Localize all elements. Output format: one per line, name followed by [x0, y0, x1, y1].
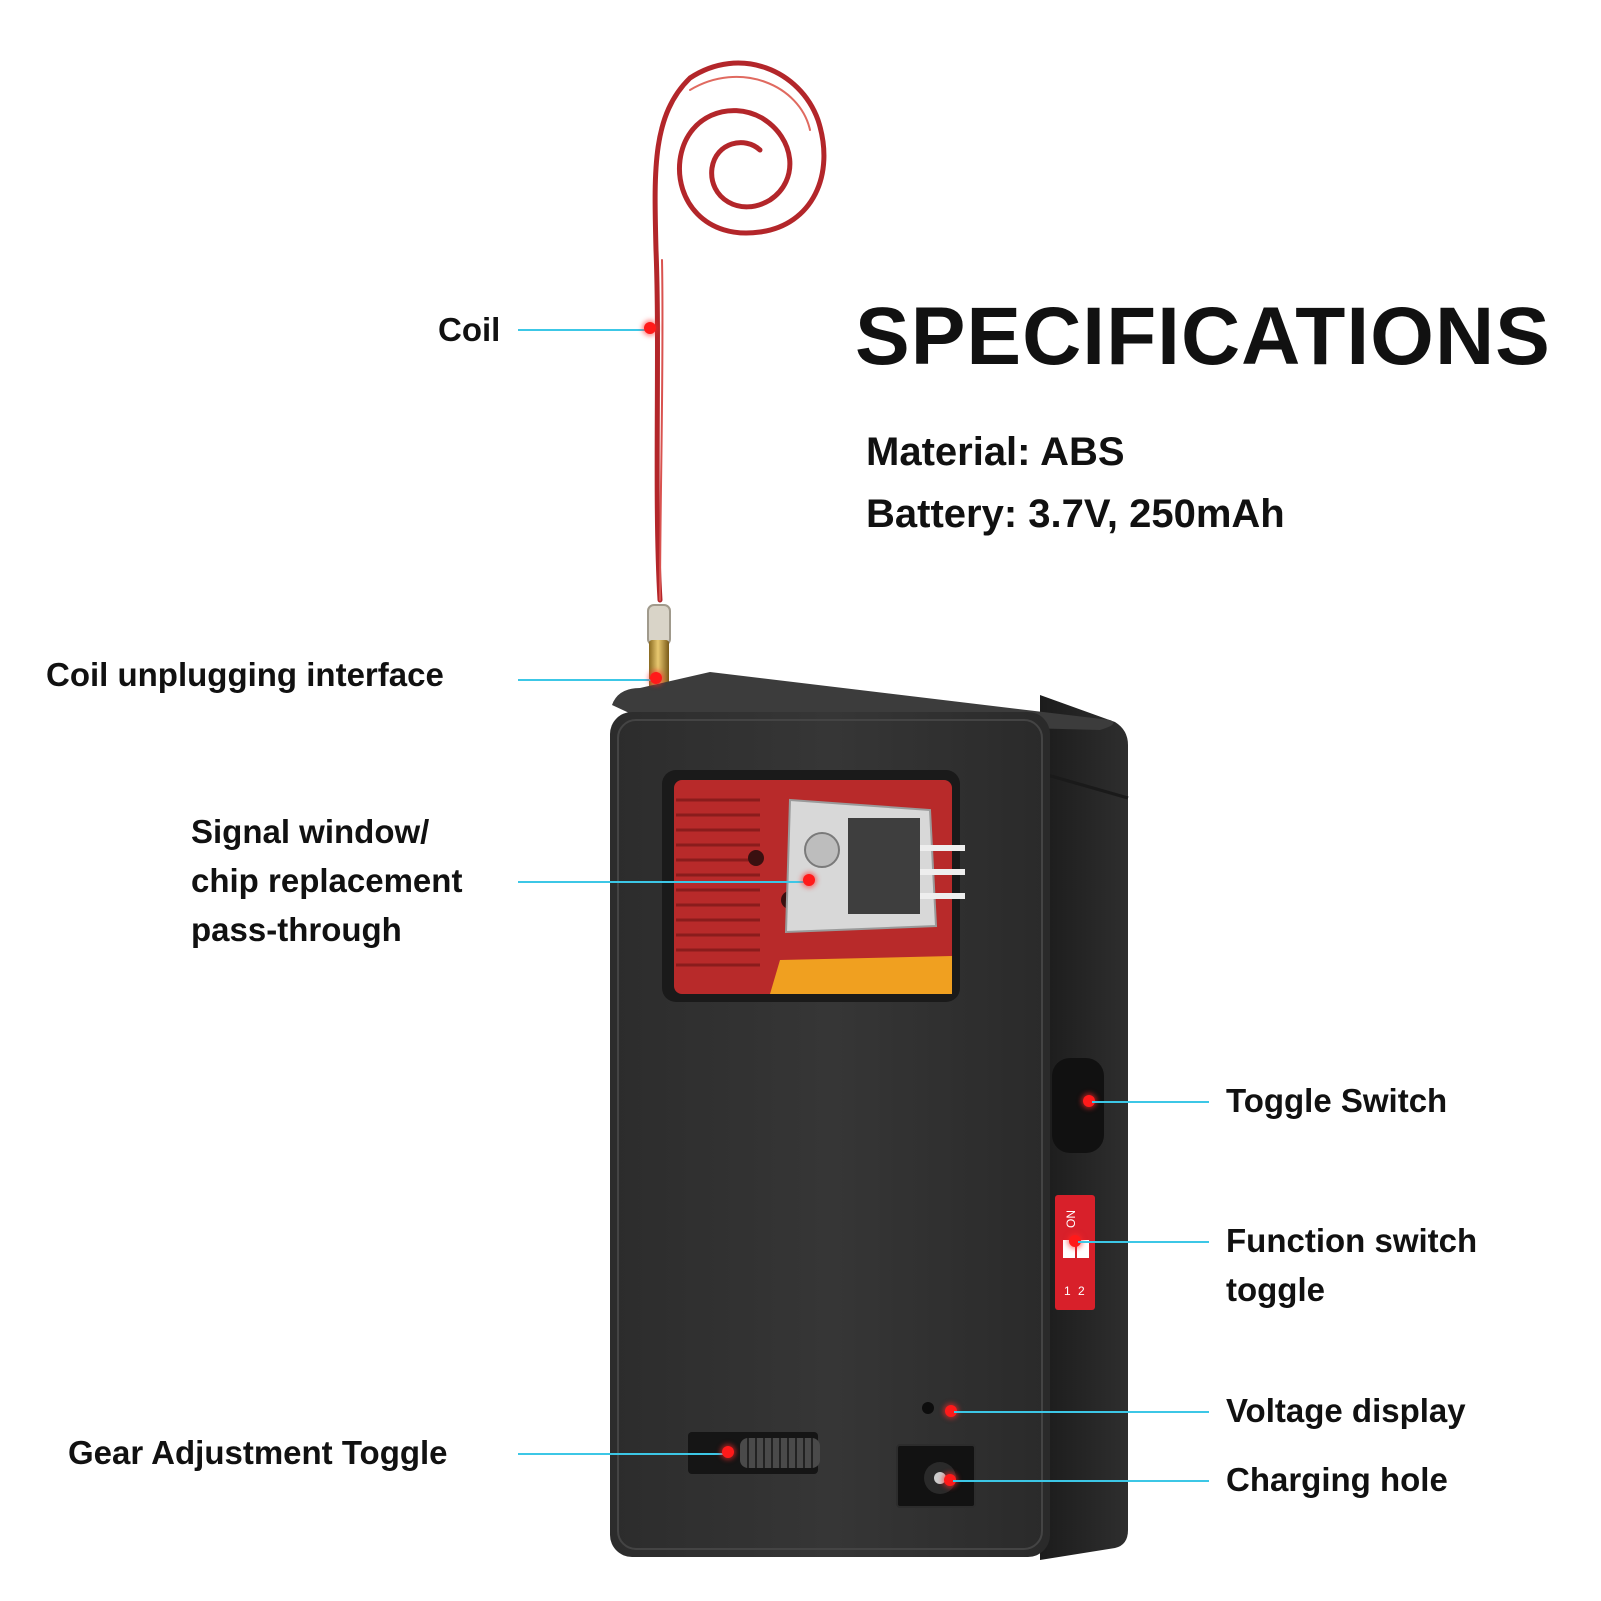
gear-toggle-marker: [722, 1446, 734, 1458]
signal-window-label-line-2: chip replacement: [191, 862, 463, 899]
toggle-switch-label: Toggle Switch: [1226, 1082, 1448, 1119]
function-switch-leader-line: [1078, 1241, 1209, 1243]
voltage-display-marker: [945, 1405, 957, 1417]
dip-switch: ON 1 2: [1055, 1195, 1095, 1310]
signal-window: [662, 770, 965, 1002]
dip-on-label: ON: [1064, 1210, 1078, 1228]
coil-interface-leader-line: [518, 679, 653, 681]
coil: [652, 60, 827, 603]
voltage-led: [922, 1402, 934, 1414]
toggle-switch-marker: [1083, 1095, 1095, 1107]
toggle-switch-leader-line: [1092, 1101, 1209, 1103]
gear-toggle-label: Gear Adjustment Toggle: [68, 1434, 448, 1471]
charging-hole-marker: [944, 1474, 956, 1486]
battery-spec: Battery: 3.7V, 250mAh: [866, 492, 1285, 536]
coil-interface-marker: [650, 672, 662, 684]
specifications-title: SPECIFICATIONS: [855, 291, 1551, 382]
function-switch-marker: [1069, 1235, 1081, 1247]
function-switch-label-line-1: Function switch: [1226, 1222, 1478, 1259]
dip-pin-2: 2: [1078, 1284, 1085, 1298]
voltage-display-label: Voltage display: [1226, 1392, 1466, 1429]
coil-interface-label: Coil unplugging interface: [46, 656, 444, 693]
coil-marker: [644, 322, 656, 334]
coil-label: Coil: [438, 311, 501, 348]
function-switch-label-line-2: toggle: [1226, 1271, 1325, 1308]
signal-window-marker: [803, 874, 815, 886]
toggle-switch-button: [1052, 1058, 1104, 1153]
coil-leader-line: [518, 329, 648, 331]
voltage-display-leader-line: [954, 1411, 1209, 1413]
signal-window-label-line-3: pass-through: [191, 911, 402, 948]
dip-pin-1: 1: [1064, 1284, 1071, 1298]
charging-hole-label: Charging hole: [1226, 1461, 1448, 1498]
charging-hole-leader-line: [953, 1480, 1209, 1482]
charging-jack: [896, 1444, 976, 1508]
gear-toggle-leader-line: [518, 1453, 728, 1455]
signal-window-leader-line: [518, 881, 808, 883]
signal-window-label-line-1: Signal window/: [191, 813, 430, 850]
gear-wheel: [688, 1432, 820, 1474]
material-spec: Material: ABS: [866, 430, 1125, 474]
